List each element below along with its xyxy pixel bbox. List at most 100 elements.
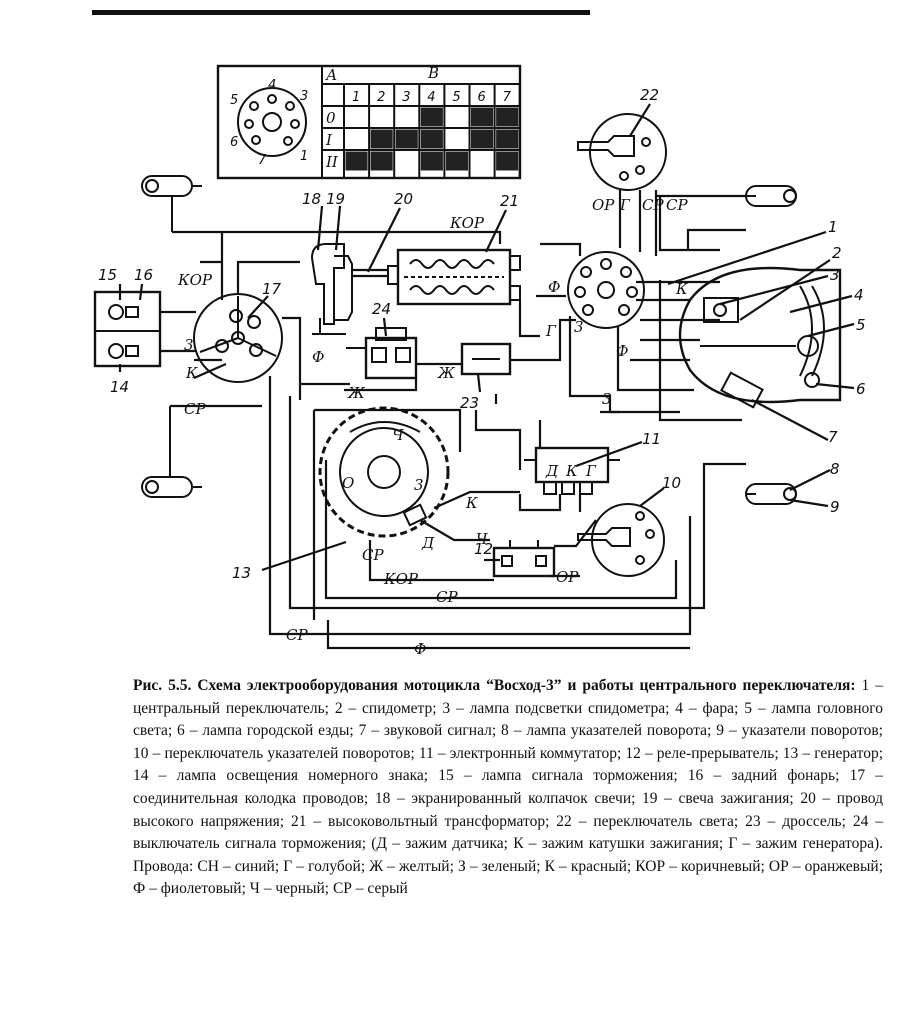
table-filled-cell (420, 151, 443, 171)
component-number: 17 (262, 280, 282, 298)
table-row-label: II (325, 153, 339, 171)
top-rule (92, 10, 590, 15)
wire-label-f: Ф (312, 348, 324, 366)
wire-label-or: ОР (592, 196, 615, 214)
spark-plug-cap-18 (310, 243, 353, 335)
wire-label-sr: СР (362, 546, 384, 564)
wire-label-ch: Ч (476, 530, 488, 548)
central-switch-1 (567, 251, 645, 329)
component-number: 1 (828, 218, 838, 236)
dial-number: 4 (268, 78, 276, 93)
table-row-label: 0 (326, 109, 336, 127)
connector-block-17 (193, 293, 283, 383)
component-number: 18 (302, 190, 321, 208)
switch-position-table (216, 64, 522, 180)
component-number: 22 (640, 86, 659, 104)
wire-label-f: Ф (414, 640, 426, 658)
commutator-terminal-k: К (565, 462, 578, 480)
wire-label-sr: СР (436, 588, 458, 606)
table-filled-cell (496, 107, 519, 127)
wire-label-g: Г (619, 196, 631, 214)
commutator-terminal-g: Г (585, 462, 597, 480)
component-number: 16 (134, 266, 153, 284)
component-number-labels: 1 2 3 4 5 6 7 8 9 10 11 12 13 14 15 16 1… (98, 86, 866, 582)
table-filled-cell (496, 129, 519, 149)
left-bottom-turn-lamp (141, 406, 202, 498)
caption-title: Рис. 5.5. Схема электрооборудования мото… (133, 677, 856, 694)
wire-label-z: 3 (184, 336, 194, 354)
table-column-label: 6 (478, 90, 486, 105)
wire-label-ch: Ч (392, 426, 404, 444)
component-number: 5 (856, 316, 866, 334)
table-filled-cell (496, 151, 519, 171)
component-number: 23 (460, 394, 479, 412)
table-filled-cell (345, 151, 368, 171)
wire-label-f: Ф (616, 342, 628, 360)
table-filled-cell (420, 129, 443, 149)
component-number: 10 (662, 474, 681, 492)
commutator-terminal-d: Д (545, 462, 559, 480)
component-number: 24 (372, 300, 391, 318)
caption-body: 1 – центральный переключатель; 2 – спидо… (133, 677, 883, 898)
component-number: 4 (854, 286, 864, 304)
component-number: 2 (832, 244, 842, 262)
table-row-label: I (325, 131, 333, 149)
component-number: 3 (830, 266, 840, 284)
wire-label-z: 3 (574, 318, 584, 336)
component-number: 15 (98, 266, 117, 284)
wire-label-kor: КОР (383, 570, 419, 588)
table-column-label: 4 (427, 90, 435, 105)
table-column-label: 1 (352, 90, 360, 105)
wires (118, 103, 855, 650)
component-number: 21 (500, 192, 519, 210)
wire-label-or: ОР (556, 568, 579, 586)
wire-label-z: 3 (414, 476, 424, 494)
generator-13 (318, 406, 450, 538)
table-column-label: 7 (503, 90, 512, 105)
table-filled-cell (471, 107, 494, 127)
table-filled-cell (445, 151, 468, 171)
wire-label-zh: Ж (347, 384, 366, 402)
choke-23 (460, 342, 512, 376)
wire-label-sr: СР (666, 196, 688, 214)
component-number: 14 (110, 378, 129, 396)
wire-label-f: Ф (548, 278, 560, 296)
wire-label-kor: КОР (177, 271, 213, 289)
wire-label-sr: СР (286, 626, 308, 644)
relay-12 (492, 540, 556, 578)
component-number: 9 (830, 498, 840, 516)
component-number: 20 (394, 190, 413, 208)
table-filled-cell (471, 129, 494, 149)
table-column-label: 5 (452, 90, 460, 105)
component-number: 11 (642, 430, 661, 448)
figure-caption: Рис. 5.5. Схема электрооборудования мото… (133, 675, 883, 901)
dial-number: 7 (258, 153, 267, 168)
table-group-label: В (427, 64, 439, 82)
headlamp-4 (678, 266, 842, 409)
table-filled-cell (370, 129, 393, 149)
component-number: 7 (828, 428, 838, 446)
wire-label-z: 3 (602, 390, 612, 408)
wire-label-kor: КОР (449, 214, 485, 232)
component-number: 13 (232, 564, 251, 582)
table-filled-cell (395, 129, 418, 149)
hv-transformer-21 (387, 248, 521, 306)
dial-number: 1 (300, 149, 308, 164)
table-filled-cell (370, 151, 393, 171)
right-bottom-turn-lamp (745, 483, 797, 505)
table-corner-label: А (325, 66, 337, 84)
tail-light-16 (93, 290, 162, 368)
table-filled-cell (420, 107, 443, 127)
wire-label-k: К (465, 494, 478, 512)
table-column-label: 2 (377, 90, 385, 105)
dial-number: 6 (230, 135, 238, 150)
dial-number: 5 (230, 93, 238, 108)
table-column-label: 3 (402, 90, 410, 105)
right-top-turn-lamp (745, 185, 797, 207)
wire-label-o: О (342, 474, 354, 492)
wire-label-sr: СР (642, 196, 664, 214)
component-number: 6 (856, 380, 866, 398)
wire-color-labels: КОР КОР СР ОР Г СР СР Ф Г К Ф 3 3 3 К Ф … (177, 196, 688, 658)
